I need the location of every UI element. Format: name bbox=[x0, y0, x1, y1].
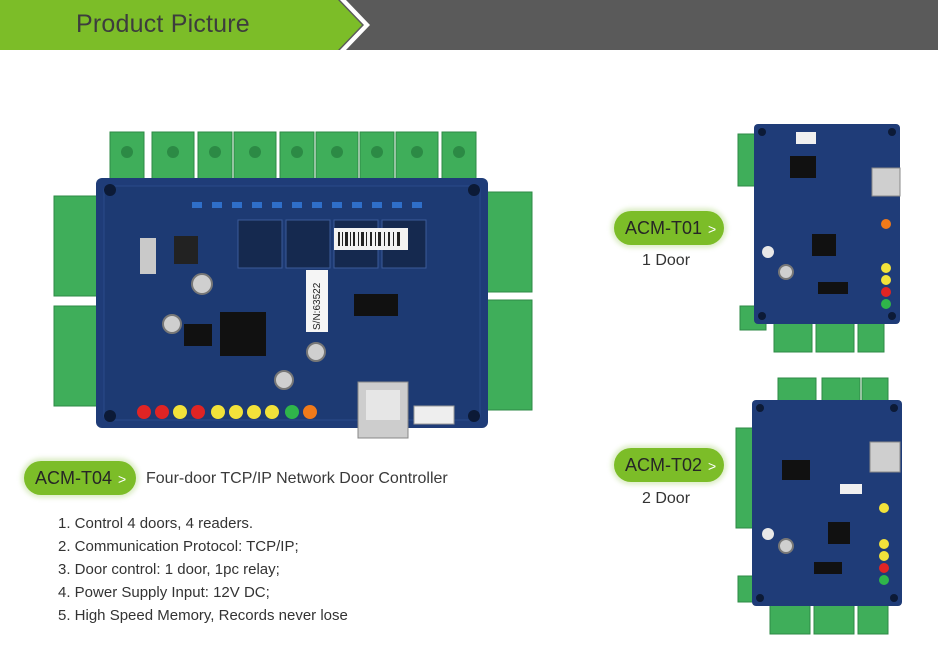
feature-item: 5. High Speed Memory, Records never lose bbox=[58, 607, 348, 624]
header-banner: Product Picture bbox=[0, 0, 938, 50]
acm-t04-description: Four-door TCP/IP Network Door Controller bbox=[146, 470, 448, 487]
feature-list: 1. Control 4 doors, 4 readers. 2. Commun… bbox=[58, 512, 348, 627]
acm-t02-model-label: ACM-T02 bbox=[625, 455, 703, 475]
acm-t04-board-image: S/N:63522 bbox=[53, 131, 533, 439]
feature-item: 4. Power Supply Input: 12V DC; bbox=[58, 584, 270, 601]
chevron-right-icon: > bbox=[118, 471, 127, 487]
chevron-right-icon: > bbox=[708, 221, 717, 237]
acm-t01-door-count: 1 Door bbox=[642, 252, 691, 269]
feature-item: 1. Control 4 doors, 4 readers. bbox=[58, 515, 254, 532]
acm-t02-door-count: 2 Door bbox=[642, 490, 691, 507]
feature-item: 2. Communication Protocol: TCP/IP; bbox=[58, 538, 299, 555]
acm-t04-model-label: ACM-T04 bbox=[35, 468, 113, 488]
feature-item: 3. Door control: 1 door, 1pc relay; bbox=[58, 561, 280, 578]
acm-t02-board-image bbox=[735, 377, 902, 635]
acm-t04-model-badge: ACM-T04 > bbox=[24, 461, 136, 495]
acm-t02-model-badge: ACM-T02 > bbox=[614, 448, 724, 482]
chevron-right-icon: > bbox=[708, 458, 717, 474]
acm-t01-model-label: ACM-T01 bbox=[625, 218, 703, 238]
header-shape bbox=[0, 0, 938, 50]
board-sn-text: S/N:63522 bbox=[312, 282, 323, 330]
acm-t01-model-badge: ACM-T01 > bbox=[614, 211, 724, 245]
header-title: Product Picture bbox=[76, 10, 250, 38]
acm-t01-board-image bbox=[737, 124, 901, 353]
